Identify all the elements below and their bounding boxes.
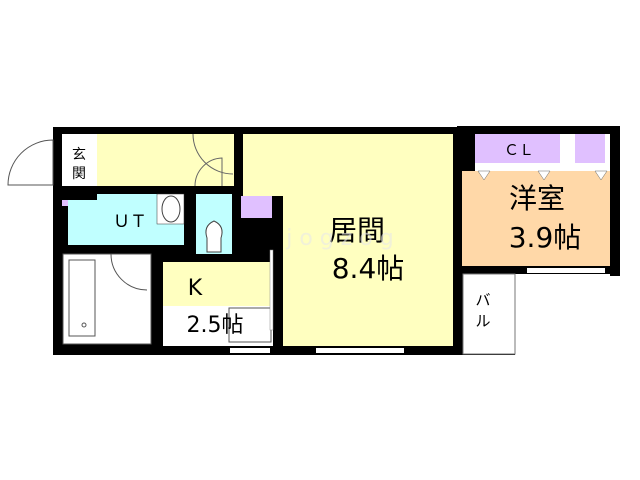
entrance-door bbox=[7, 139, 54, 186]
room-western bbox=[462, 171, 618, 267]
closet bbox=[475, 134, 560, 163]
genkan-label-bottom: 関 bbox=[72, 166, 86, 182]
toilet-icon bbox=[205, 220, 223, 253]
window bbox=[230, 348, 270, 353]
watermark: j o g z o g bbox=[285, 226, 393, 251]
living-label: 居間 bbox=[329, 214, 385, 247]
window bbox=[316, 348, 404, 353]
balcony-label-bottom: ル bbox=[475, 312, 490, 330]
closet bbox=[575, 134, 605, 163]
balcony-label-top: バ bbox=[475, 291, 490, 309]
storage bbox=[241, 196, 272, 218]
ut-label: ＵＴ bbox=[113, 212, 147, 232]
kitchen-size: 2.5帖 bbox=[187, 313, 244, 338]
living-size: 8.4帖 bbox=[332, 252, 405, 285]
door-swing bbox=[110, 253, 148, 291]
room-genkan bbox=[62, 134, 97, 186]
western-size: 3.9帖 bbox=[509, 221, 582, 254]
room-living bbox=[283, 134, 453, 346]
basin-icon bbox=[161, 195, 181, 223]
room-kitchen bbox=[163, 262, 273, 306]
genkan-label-top: 玄 bbox=[72, 146, 86, 163]
closet-label: ＣＬ bbox=[504, 141, 534, 159]
door-swing bbox=[192, 133, 234, 175]
door-swing bbox=[194, 157, 223, 187]
balcony bbox=[462, 273, 516, 355]
kitchen-label: K bbox=[188, 276, 203, 301]
western-label: 洋室 bbox=[509, 182, 565, 215]
bathtub bbox=[68, 259, 96, 337]
